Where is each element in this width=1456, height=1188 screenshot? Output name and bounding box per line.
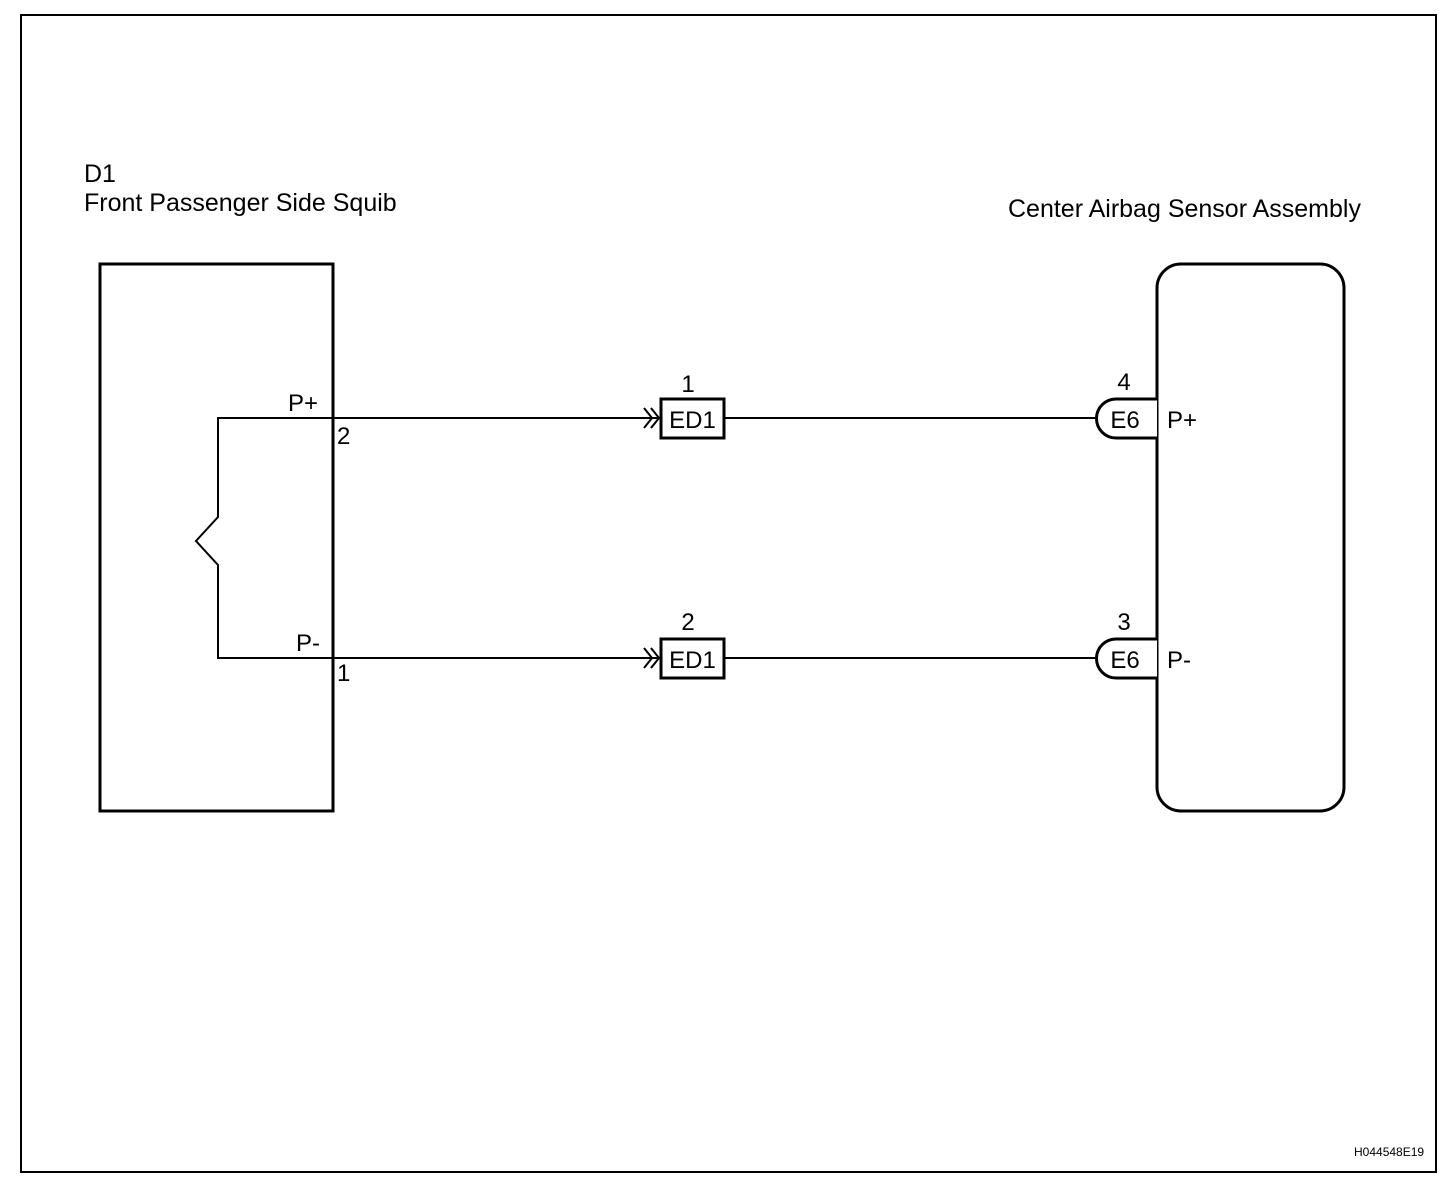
sensor-connector-shape bbox=[1095, 397, 1157, 440]
squib-connector-code: D1 bbox=[84, 160, 116, 188]
squib-box bbox=[98, 262, 335, 813]
junction-connector-code: ED1 bbox=[669, 647, 716, 674]
sensor-connector-shape bbox=[1095, 637, 1157, 680]
squib-element-symbol bbox=[194, 417, 333, 659]
junction-connector-pin: 2 bbox=[681, 609, 694, 636]
junction-connector-code: ED1 bbox=[669, 407, 716, 434]
sensor-terminal-signal: P+ bbox=[1167, 407, 1197, 434]
sensor-connector-pin: 4 bbox=[1117, 369, 1130, 396]
connector-chevron-icon bbox=[650, 647, 661, 669]
diagram-frame bbox=[20, 14, 1437, 1173]
connector-chevron-icon bbox=[650, 407, 661, 429]
squib-terminal-signal-pminus: P- bbox=[296, 630, 320, 657]
sensor-connector-pminus: E6 3 P- bbox=[1095, 609, 1191, 680]
squib-name: Front Passenger Side Squib bbox=[84, 189, 397, 217]
figure-code: H044548E19 bbox=[1354, 1145, 1424, 1159]
sensor-terminal-signal: P- bbox=[1167, 647, 1191, 674]
sensor-connector-pplus: E6 4 P+ bbox=[1095, 369, 1197, 440]
sensor-name: Center Airbag Sensor Assembly bbox=[1008, 195, 1361, 223]
connector-chevron-icon bbox=[643, 407, 654, 429]
sensor-connector-pin: 3 bbox=[1117, 609, 1130, 636]
junction-connector-pminus: ED1 2 bbox=[643, 609, 726, 680]
squib-terminal-signal-pplus: P+ bbox=[288, 390, 318, 417]
connector-chevron-icon bbox=[643, 647, 654, 669]
junction-connector-pplus: ED1 1 bbox=[643, 371, 726, 440]
squib-terminal-pin-pplus: 2 bbox=[337, 423, 350, 450]
sensor-box bbox=[1155, 262, 1346, 813]
sensor-connector-code: E6 bbox=[1110, 647, 1139, 674]
junction-connector-box bbox=[659, 637, 726, 680]
squib-terminal-pin-pminus: 1 bbox=[337, 660, 350, 687]
sensor-connector-code: E6 bbox=[1110, 407, 1139, 434]
junction-connector-pin: 1 bbox=[681, 371, 694, 398]
